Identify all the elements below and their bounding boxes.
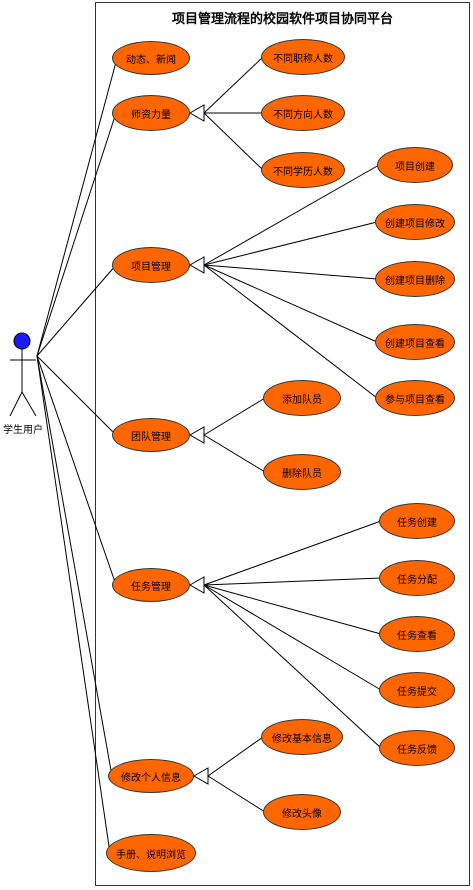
usecase-manual: 手册、说明浏览 bbox=[106, 834, 196, 872]
usecase-degree-count: 不同学历人数 bbox=[261, 152, 345, 188]
generalization-edit-basic bbox=[207, 736, 264, 777]
generalization-member-del bbox=[203, 434, 266, 473]
generalization-arrowhead-profile bbox=[192, 767, 209, 785]
usecase-task-view: 任务查看 bbox=[379, 616, 455, 652]
usecase-title-count: 不同职称人数 bbox=[261, 39, 345, 75]
actor-figure bbox=[9, 332, 37, 417]
usecase-proj-edit: 创建项目修改 bbox=[375, 204, 455, 240]
generalization-task-submit bbox=[203, 584, 382, 691]
usecase-direction-count: 不同方向人数 bbox=[261, 95, 345, 131]
usecase-task-assign: 任务分配 bbox=[379, 560, 455, 596]
actor-leg-right bbox=[21, 391, 37, 417]
actor-label: 学生用户 bbox=[3, 425, 43, 436]
generalization-arrowhead-project bbox=[188, 256, 205, 274]
generalization-task-create bbox=[203, 520, 382, 586]
generalization-task-feedback bbox=[203, 584, 382, 749]
association-project bbox=[36, 264, 117, 357]
association-faculty bbox=[36, 112, 117, 357]
generalization-task-assign bbox=[203, 577, 382, 586]
generalization-arrowhead-team bbox=[188, 426, 205, 444]
usecase-proj-delete: 创建项目删除 bbox=[375, 261, 455, 297]
association-news bbox=[36, 61, 117, 357]
usecase-member-del: 删除队员 bbox=[263, 454, 341, 490]
diagram-title: 项目管理流程的校园软件项目协同平台 bbox=[171, 12, 393, 27]
actor-leg-left bbox=[9, 391, 23, 417]
generalization-arrowhead-task bbox=[188, 576, 205, 594]
usecase-proj-view: 创建项目查看 bbox=[375, 324, 455, 360]
generalization-title-count bbox=[203, 56, 264, 114]
usecase-task-create: 任务创建 bbox=[379, 503, 455, 539]
generalization-member-add bbox=[203, 397, 266, 436]
generalization-degree-count bbox=[203, 112, 264, 171]
association-profile bbox=[36, 355, 113, 777]
usecase-task-submit: 任务提交 bbox=[379, 672, 455, 708]
usecase-member-add: 添加队员 bbox=[263, 380, 341, 416]
generalization-edit-avatar bbox=[207, 775, 266, 813]
actor-head bbox=[13, 332, 31, 350]
usecase-profile: 修改个人信息 bbox=[108, 759, 194, 793]
usecase-task: 任务管理 bbox=[112, 568, 190, 602]
generalization-proj-delete bbox=[203, 264, 378, 280]
usecase-task-feedback: 任务反馈 bbox=[379, 730, 455, 766]
usecase-faculty: 师资力量 bbox=[112, 95, 190, 131]
usecase-edit-basic: 修改基本信息 bbox=[261, 719, 343, 755]
generalization-proj-create bbox=[203, 164, 380, 266]
usecase-proj-joined: 参与项目查看 bbox=[375, 380, 455, 416]
usecase-proj-create: 项目创建 bbox=[377, 147, 453, 183]
association-team bbox=[36, 355, 117, 436]
generalization-proj-joined bbox=[203, 264, 378, 399]
usecase-team: 团队管理 bbox=[112, 418, 190, 452]
usecase-edit-avatar: 修改头像 bbox=[263, 794, 341, 830]
generalization-proj-edit bbox=[203, 221, 378, 266]
association-manual bbox=[36, 355, 111, 854]
usecase-project: 项目管理 bbox=[112, 247, 190, 283]
generalization-task-view bbox=[203, 584, 382, 635]
association-task bbox=[36, 355, 117, 586]
generalization-proj-view bbox=[203, 264, 378, 343]
generalization-arrowhead-faculty bbox=[188, 104, 205, 122]
usecase-news: 动态、新闻 bbox=[112, 41, 190, 75]
